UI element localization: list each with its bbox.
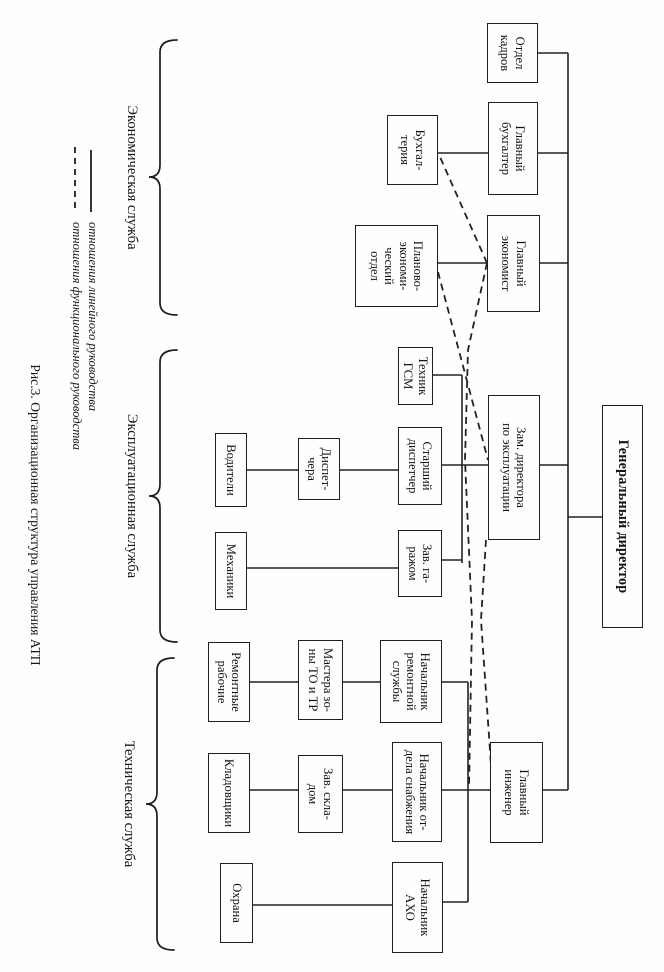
org-node-label: Водители — [224, 444, 239, 496]
org-node-gl_ekonomist: Главный экономист — [487, 215, 540, 312]
org-node-remontnye_rabochie: Ремонтные рабочие — [208, 642, 250, 722]
org-node-tehnik_gsm: Техник ГСМ — [398, 347, 433, 405]
service-label-operational: Эксплуатационная служба — [124, 413, 140, 579]
legend-linear-label: отношения линейного руководства — [86, 222, 100, 411]
service-label-economic: Экономическая служба — [124, 105, 140, 250]
org-node-zam_direktora: Зам. директора по эксплуатации — [488, 395, 540, 540]
org-node-label: Техник ГСМ — [401, 356, 430, 396]
org-node-label: Бухгал- терия — [398, 129, 427, 171]
legend-line-samples — [74, 147, 92, 212]
org-node-label: Зав. скла- дом — [306, 768, 335, 820]
org-node-mehaniki: Механики — [215, 532, 247, 610]
org-node-label: Отдел кадров — [498, 34, 527, 72]
org-node-zav_garazhom: Зав. га- ражом — [398, 530, 442, 597]
org-node-label: Охрана — [229, 883, 244, 923]
org-node-label: Главный экономист — [499, 235, 528, 292]
org-node-planovo_otdel: Планово- экономи- ческий отдел — [355, 225, 438, 307]
org-node-nach_remsluzhby: Начальник ремонтной службы — [380, 640, 442, 723]
org-node-buhgalteriya: Бухгал- терия — [387, 115, 438, 185]
org-node-label: Диспет- чера — [305, 447, 334, 491]
org-node-zav_skladom: Зав. скла- дом — [298, 755, 343, 833]
org-node-label: Мастера зо- ны ТО и ТР — [306, 648, 335, 712]
org-node-gen_direktor: Генеральный директор — [602, 405, 643, 628]
org-node-nach_aho: Начальник АХО — [392, 862, 443, 953]
org-node-voditeli: Водители — [215, 433, 247, 507]
service-label-technical: Техническая служба — [121, 740, 137, 868]
org-node-label: Генеральный директор — [614, 439, 631, 594]
brace-economic — [148, 39, 178, 316]
org-node-gl_buhgalter: Главный бухгалтер — [488, 102, 538, 195]
org-node-ohrana: Охрана — [220, 863, 253, 943]
org-node-label: Механики — [224, 543, 239, 599]
org-node-nach_snabzheniya: Начальник от- дела снабжения — [392, 742, 442, 842]
functional-connectors — [437, 156, 492, 789]
org-node-mastera_to_tr: Мастера зо- ны ТО и ТР — [298, 640, 343, 720]
org-node-label: Планово- экономи- ческий отдел — [368, 240, 425, 292]
org-node-st_dispetcher: Старший диспетчер — [398, 427, 442, 505]
org-node-label: Зам. директора по эксплуатации — [500, 423, 529, 512]
org-node-label: Начальник от- дела снабжения — [403, 749, 432, 835]
org-node-label: Начальник АХО — [403, 878, 432, 937]
org-node-label: Главный бухгалтер — [499, 121, 528, 176]
org-node-label: Кладовщики — [222, 758, 237, 828]
org-node-gl_inzhener: Главный инженер — [490, 742, 543, 843]
org-node-label: Главный инженер — [502, 769, 531, 816]
org-node-label: Старший диспетчер — [406, 438, 435, 494]
org-node-label: Начальник ремонтной службы — [389, 652, 433, 711]
brace-technical — [145, 657, 175, 951]
linear-connectors — [247, 52, 602, 906]
org-node-label: Зав. га- ражом — [406, 543, 435, 584]
org-node-dispetchera: Диспет- чера — [298, 438, 340, 500]
legend-functional-label: отношения функционального руководства — [70, 222, 84, 450]
service-braces — [145, 39, 178, 951]
org-node-otdel_kadrov: Отдел кадров — [487, 23, 538, 83]
figure-caption: Рис.3. Организационная структура управле… — [28, 364, 43, 666]
org-node-kladovshchiki: Кладовщики — [208, 753, 250, 833]
org-node-label: Ремонтные рабочие — [215, 652, 244, 712]
brace-operational — [148, 349, 178, 643]
